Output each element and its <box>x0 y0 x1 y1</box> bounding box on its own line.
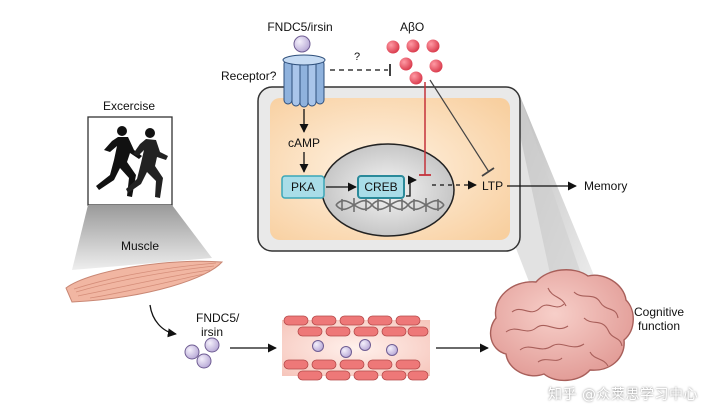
abo-ltp-tbar <box>481 167 495 177</box>
label-exercise: Excercise <box>103 99 155 113</box>
label-camp: cAMP <box>288 136 320 150</box>
label-cognitive-line1: Cognitive <box>634 305 684 319</box>
irisin-molecule-top <box>293 35 311 53</box>
runners-icon <box>96 126 168 198</box>
zoom-cone-shadow <box>512 96 590 310</box>
watermark: 知乎 @众莱思学习中心 <box>548 387 698 403</box>
label-question: ? <box>354 51 360 63</box>
label-creb: CREB <box>364 180 397 194</box>
label-muscle: Muscle <box>121 239 159 253</box>
label-ltp: LTP <box>482 179 503 193</box>
dna-icon <box>335 198 445 212</box>
label-cognitive-line2: function <box>638 319 680 333</box>
label-fndc5-top: FNDC5/irsin <box>267 20 332 34</box>
label-pka: PKA <box>291 180 315 194</box>
blood-vessel-icon <box>282 315 430 381</box>
label-abo: AβO <box>400 20 424 34</box>
pka-box <box>281 175 325 199</box>
label-memory: Memory <box>584 179 627 193</box>
muscle-icon <box>65 260 224 303</box>
label-fndc5-line2: irsin <box>201 325 223 339</box>
irisin-cluster <box>184 337 220 369</box>
abo-cluster <box>386 39 443 85</box>
abo-ltp-inhibit <box>429 79 490 173</box>
label-fndc5-line1: FNDC5/ <box>196 311 240 325</box>
label-receptor: Receptor? <box>221 69 277 83</box>
brain-icon <box>489 269 634 381</box>
muscle-irisin-arrow <box>149 304 177 338</box>
neuron-cell <box>257 86 521 252</box>
creb-box <box>357 175 405 199</box>
creb-bent-arrow <box>406 175 417 197</box>
receptor-icon <box>282 54 326 108</box>
exercise-muscle-cone <box>72 205 212 270</box>
